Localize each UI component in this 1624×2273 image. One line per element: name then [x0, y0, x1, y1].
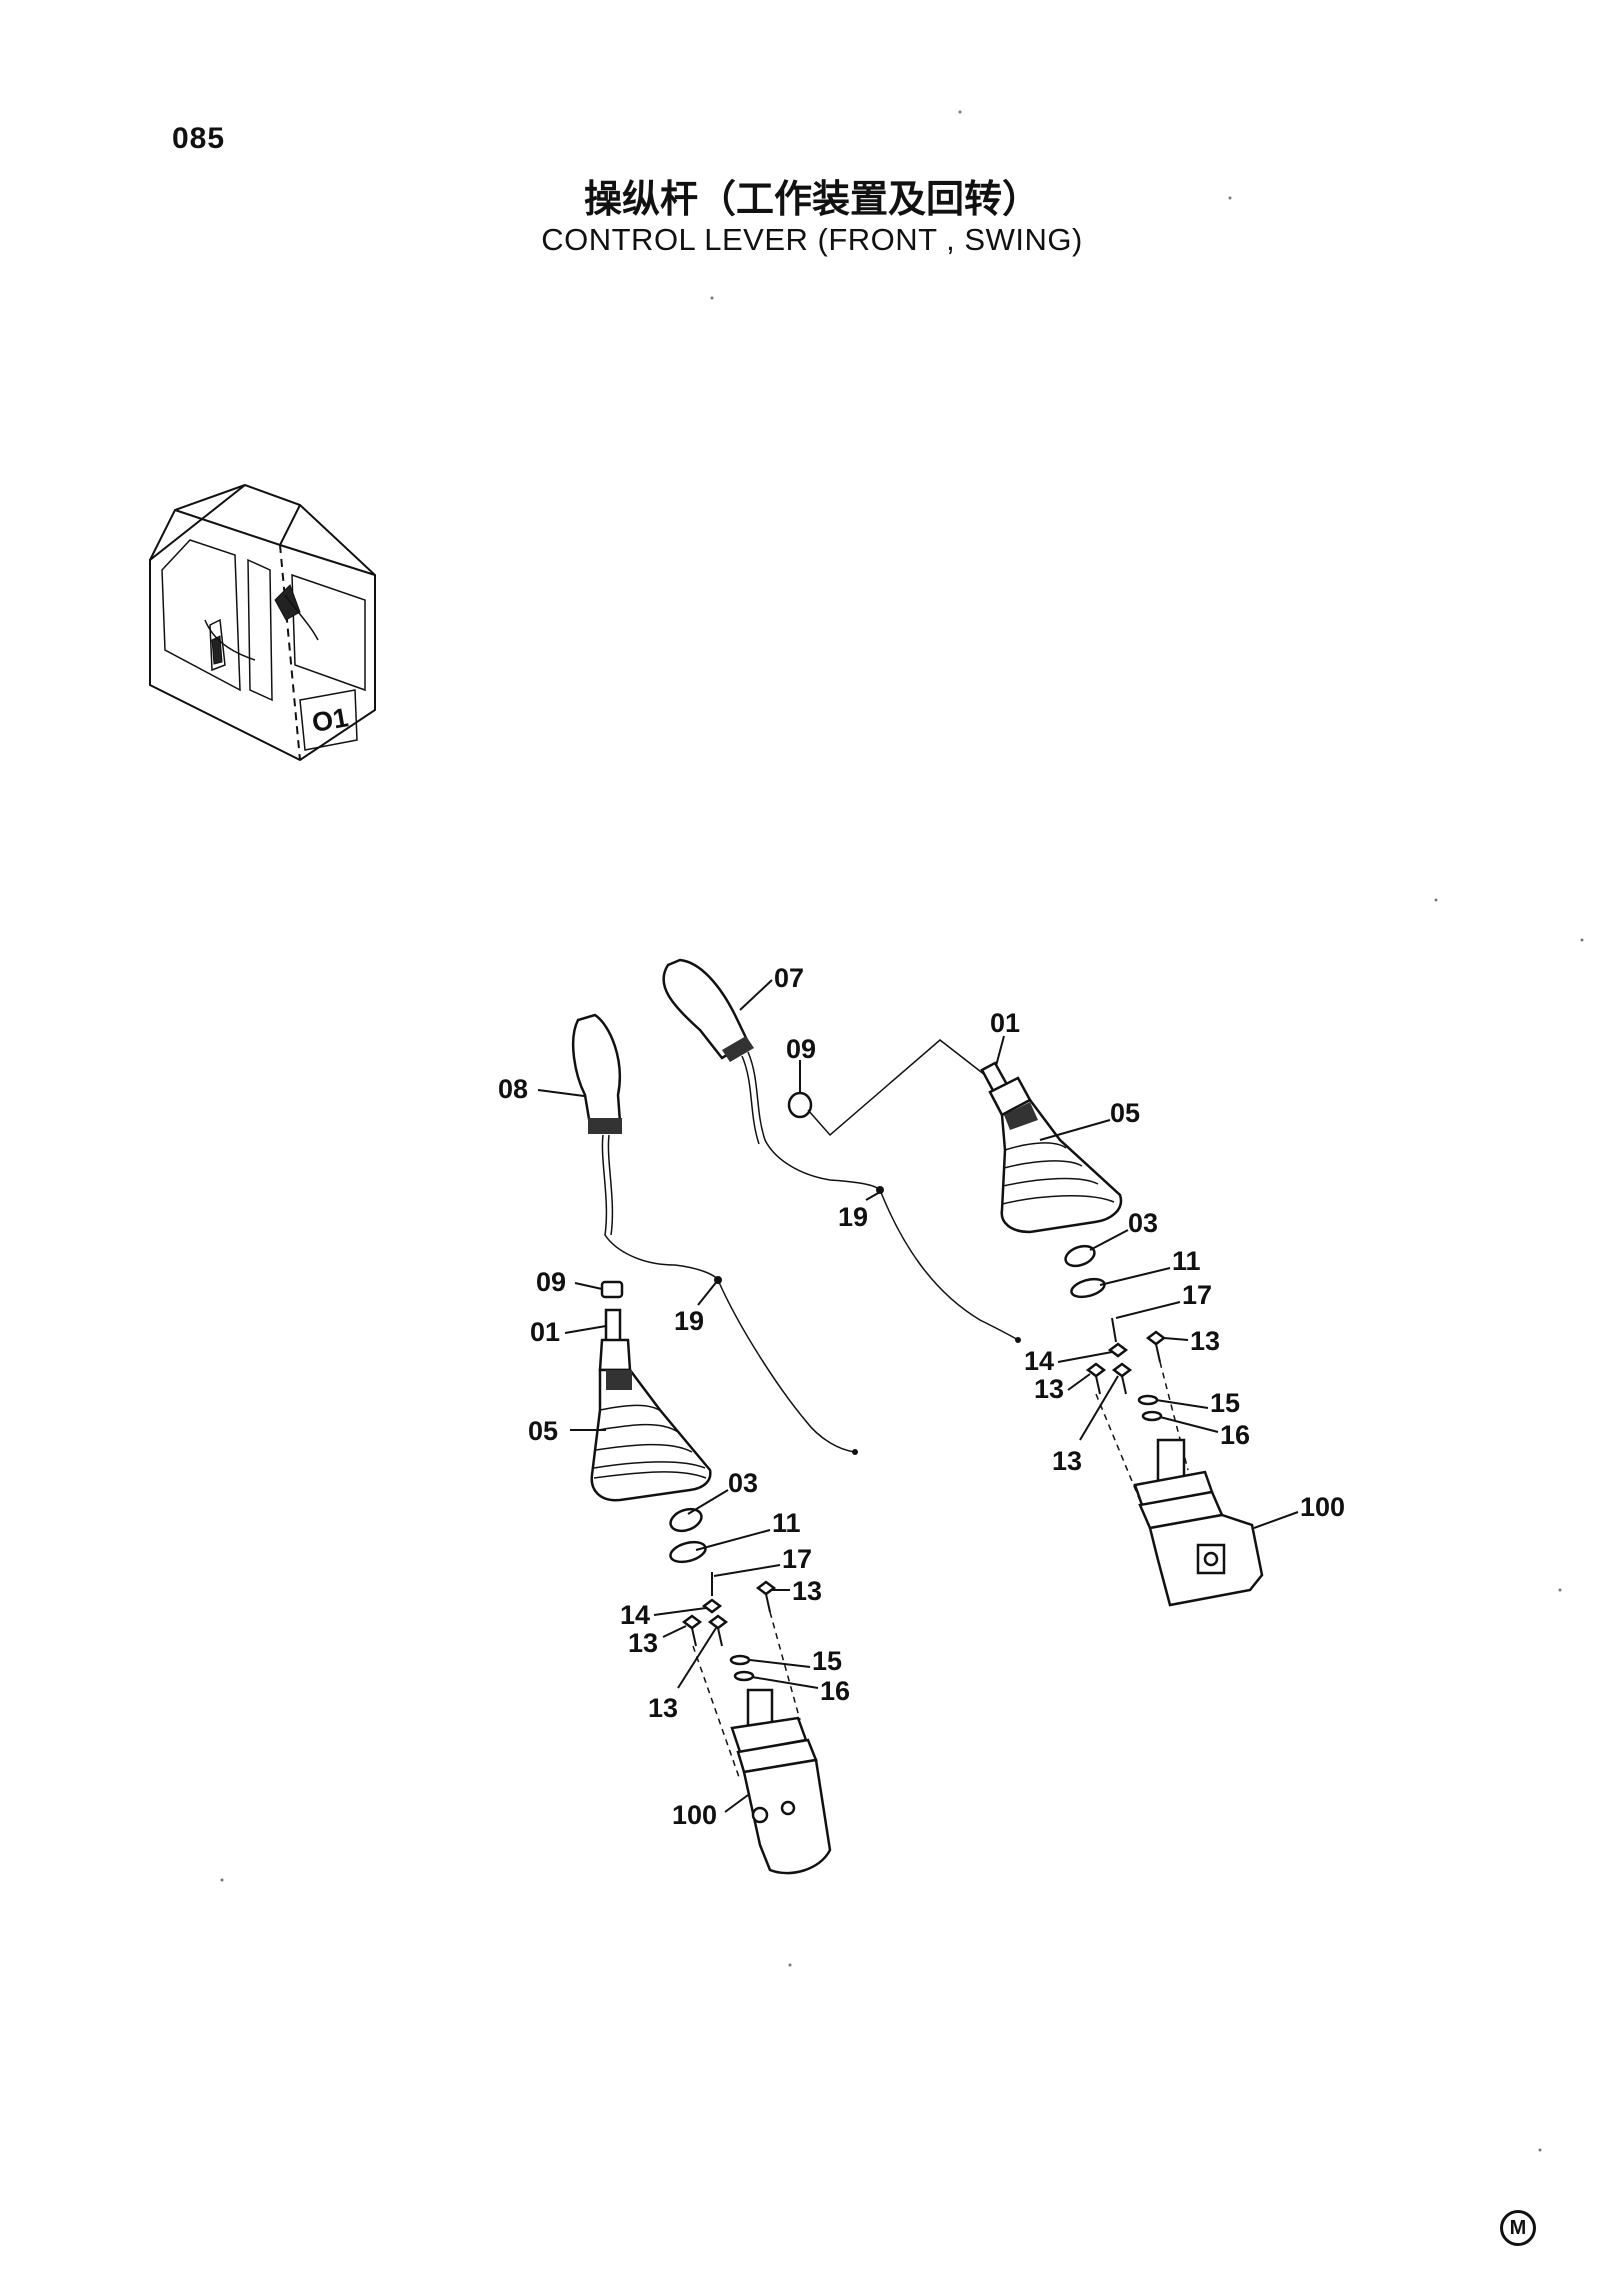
callout-right-05: 05: [1110, 1098, 1140, 1128]
title-chinese: 操纵杆（工作装置及回转）: [583, 177, 1040, 221]
callout-right-15: 15: [1210, 1388, 1240, 1418]
callout-left-13c: 13: [648, 1693, 678, 1723]
right-leaders: [739, 979, 1299, 1529]
callout-right-17: 17: [1182, 1280, 1212, 1310]
callout-right-07: 07: [774, 963, 804, 993]
callout-right-03: 03: [1128, 1208, 1158, 1238]
page-number: 085: [172, 122, 226, 155]
left-callouts: 08 09 01 19 05 03 11 17 14 13 13 13 15 1…: [498, 1074, 850, 1830]
left-leaders: [537, 1089, 819, 1813]
callout-left-01: 01: [530, 1317, 560, 1347]
callout-right-01: 01: [990, 1008, 1020, 1038]
callout-left-09: 09: [536, 1267, 566, 1297]
callout-right-14: 14: [1024, 1346, 1054, 1376]
title-english: CONTROL LEVER (FRONT , SWING): [541, 222, 1083, 257]
right-callouts: 07 09 01 05 19 03 11 17 14 13 13 13 15 1…: [774, 963, 1345, 1522]
callout-right-13c: 13: [1052, 1446, 1082, 1476]
callout-left-17: 17: [782, 1544, 812, 1574]
callout-left-19: 19: [674, 1306, 704, 1336]
scan-speckles: [220, 110, 1584, 2152]
callout-right-13b: 13: [1034, 1374, 1064, 1404]
callout-left-11: 11: [772, 1508, 801, 1538]
callout-left-08: 08: [498, 1074, 528, 1104]
callout-right-11: 11: [1172, 1246, 1201, 1276]
callout-left-13a: 13: [792, 1576, 822, 1606]
callout-left-16: 16: [820, 1676, 850, 1706]
callout-left-100: 100: [672, 1800, 717, 1830]
callout-left-05: 05: [528, 1416, 558, 1446]
callout-left-15: 15: [812, 1646, 842, 1676]
callout-right-16: 16: [1220, 1420, 1250, 1450]
cab-label: O1: [310, 702, 351, 738]
right-lever-assembly: [662, 958, 1264, 1607]
callout-right-13a: 13: [1190, 1326, 1220, 1356]
callout-right-19: 19: [838, 1202, 868, 1232]
callout-left-14: 14: [620, 1600, 650, 1630]
callout-right-09: 09: [786, 1034, 816, 1064]
corner-mark: M: [1500, 2210, 1536, 2246]
callout-left-13b: 13: [628, 1628, 658, 1658]
callout-right-100: 100: [1300, 1492, 1345, 1522]
cab-inset: O1: [149, 483, 376, 762]
left-lever-assembly: [571, 1013, 858, 1875]
callout-left-03: 03: [728, 1468, 758, 1498]
